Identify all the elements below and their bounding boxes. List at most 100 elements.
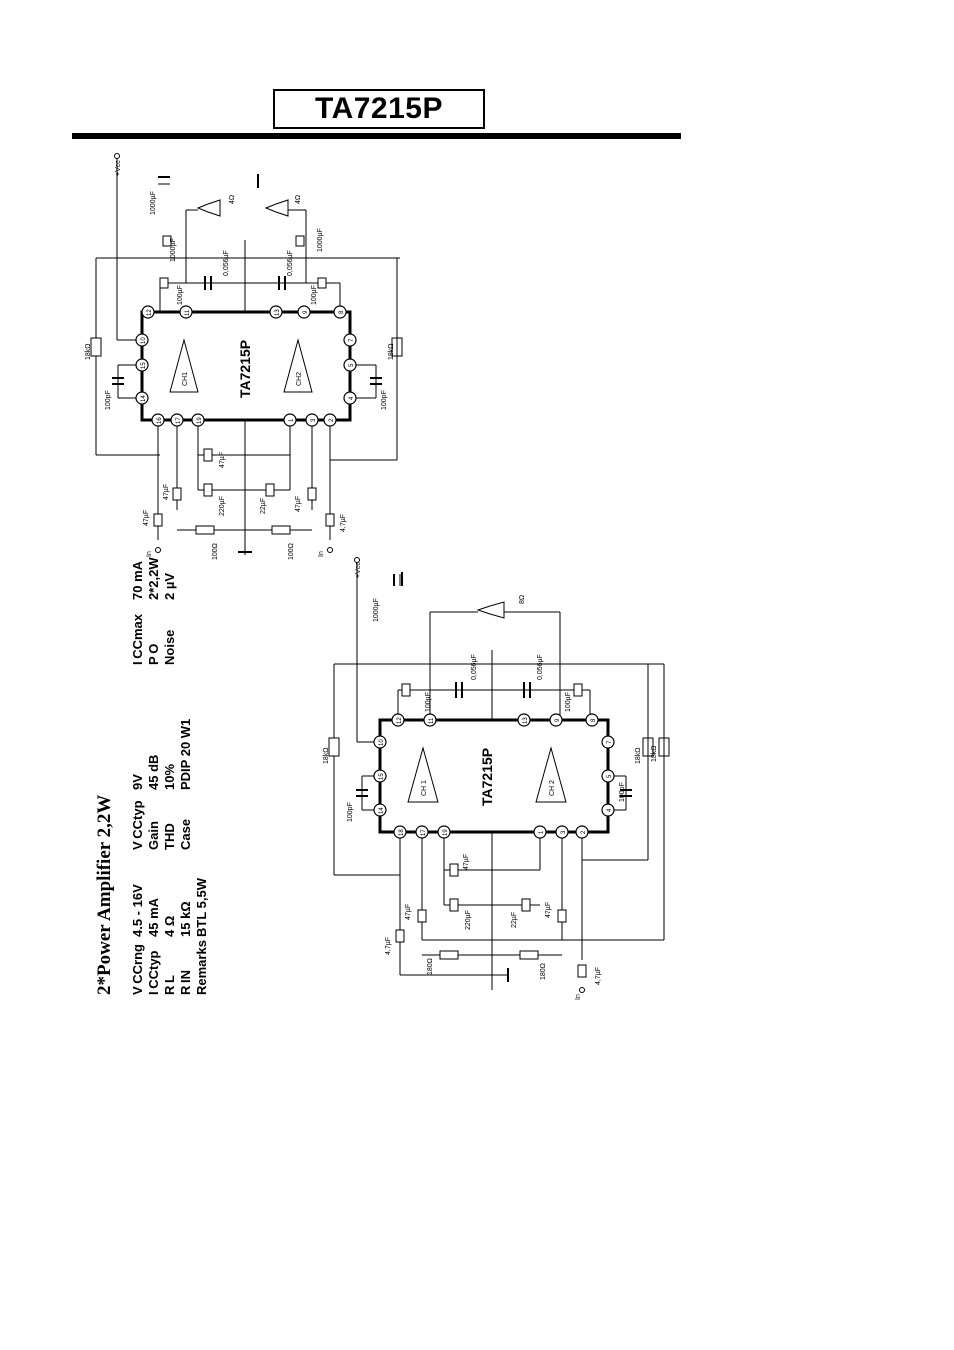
spec-label: I CCtyp — [146, 950, 161, 995]
spec-label: I CCmax — [130, 613, 145, 665]
pin-label: 18 — [399, 829, 405, 836]
amp-triangle-ch2 — [283, 338, 313, 393]
input-label: In — [318, 551, 325, 557]
component-label: 47µF — [295, 496, 302, 512]
pin-label: 16 — [157, 417, 163, 424]
component-label: 47µF — [545, 902, 552, 918]
component-label: 18kΩ — [323, 747, 330, 764]
resistor-180 — [519, 950, 539, 960]
spec-value: 4 Ω — [162, 916, 177, 937]
speaker-icon — [264, 199, 289, 217]
component-label: 47µF — [143, 510, 150, 526]
pin-label: 5 — [607, 774, 613, 778]
spec-label: Case — [178, 819, 193, 850]
spec-value: 9V — [130, 774, 145, 790]
pin-label: 14 — [379, 807, 385, 814]
pin-label: 12 — [397, 717, 403, 724]
spec-col3: I CCmax 70 mA P O 2*2,2W Noise 2 µV — [130, 557, 177, 665]
ic-label: TA7215P — [479, 748, 495, 806]
pin-label: 5 — [349, 363, 355, 367]
pin-label: 14 — [141, 395, 147, 402]
pin-label: 10 — [141, 337, 147, 344]
pin-label: 12 — [147, 309, 153, 316]
ch1-label: CH1 — [182, 372, 189, 386]
component-label: 100pF — [347, 802, 354, 822]
component-label: 4,7µF — [340, 514, 347, 532]
component-label: 18kΩ — [635, 747, 642, 764]
component-label: 220µF — [219, 496, 226, 516]
component-label: 220µF — [465, 910, 472, 930]
vcc-label: +Vcc — [355, 562, 362, 578]
pin-label: 1 — [289, 418, 295, 422]
spec-value: 4.5 - 16V — [130, 884, 145, 937]
pin-label: 11 — [185, 309, 191, 316]
speaker-icon — [476, 601, 505, 619]
component-label: 47µF — [219, 452, 226, 468]
component-label: 0,056µF — [537, 654, 544, 680]
component-label: 180Ω — [540, 963, 547, 980]
header-rule — [72, 133, 681, 139]
spec-label: P O — [146, 644, 161, 665]
spec-label: V CCtyp — [130, 800, 145, 850]
pin-label: 1 — [539, 830, 545, 834]
component-label: 100pF — [619, 782, 626, 802]
pin-label: 4 — [607, 808, 613, 812]
component-label: 0,056µF — [223, 250, 230, 276]
spec-value: BTL 5,5W — [194, 877, 209, 937]
spec-col1: V CCrng 4.5 - 16V I CCtyp 45 mA R L 4 Ω … — [130, 877, 209, 995]
component-label: 1000µF — [373, 598, 380, 622]
spec-value: PDIP 20 W1 — [178, 719, 193, 790]
amp-triangle-ch1 — [169, 338, 199, 393]
schematic-stereo-labels: TA7215P CH1 CH2 +Vcc 16 17 19 1 3 2 12 1… — [85, 160, 395, 560]
component-label: 180Ω — [427, 958, 434, 975]
component-label: 100µF — [177, 285, 184, 305]
component-label: 0,056µF — [287, 250, 294, 276]
spec-value: 45 mA — [146, 897, 161, 937]
component-label: 100µF — [565, 692, 572, 712]
pin-label: 19 — [443, 829, 449, 836]
component-label: 8Ω — [519, 595, 526, 604]
pin-label: 2 — [329, 418, 335, 422]
component-label: 100Ω — [212, 543, 219, 560]
component-label: 1000µF — [317, 228, 324, 252]
component-label: 4Ω — [295, 195, 302, 204]
component-label: 47µF — [405, 904, 412, 920]
pin-label: 4 — [349, 396, 355, 400]
input-label: In — [146, 551, 153, 557]
spec-heading: 2*Power Amplifier 2,2W — [94, 795, 115, 995]
pin-label: 7 — [349, 338, 355, 342]
spec-label: V CCrng — [130, 944, 145, 995]
component-label: 18kΩ — [388, 343, 395, 360]
ic-label: TA7215P — [237, 340, 253, 398]
resistor-18k — [90, 337, 102, 357]
pin-label: 8 — [339, 310, 345, 314]
pin-label: 17 — [421, 829, 427, 836]
component-label: 4,7µF — [595, 967, 602, 985]
pin-label: 19 — [197, 417, 203, 424]
spec-label: R L — [162, 975, 177, 995]
spec-label: Remarks — [194, 940, 209, 995]
pin-label: 3 — [561, 830, 567, 834]
pin-label: 7 — [607, 740, 613, 744]
amp-triangle-ch2 — [535, 746, 567, 803]
resistor-18k — [328, 737, 340, 757]
component-label: 100pF — [381, 390, 388, 410]
pin-label: 13 — [523, 717, 529, 724]
pin-label: 9 — [303, 310, 309, 314]
component-label: 100µF — [311, 285, 318, 305]
component-label: 18kΩ — [85, 343, 92, 360]
component-label: 18kΩ — [651, 745, 658, 762]
schematic-btl-labels: TA7215P CH 1 CH 2 +Vcc 18 17 19 1 3 2 12… — [323, 562, 658, 1000]
pin-label: 9 — [555, 718, 561, 722]
component-label: 22µF — [260, 498, 267, 514]
schematic-btl — [328, 557, 670, 993]
pin-label: 3 — [311, 418, 317, 422]
spec-value: 45 dB — [146, 755, 161, 790]
amp-triangle-ch1 — [407, 746, 439, 803]
part-number-title: TA7215P — [314, 92, 443, 125]
component-label: 1000µF — [170, 238, 177, 262]
component-label: 0,056µF — [471, 654, 478, 680]
spec-table: 2*Power Amplifier 2,2W V CCrng 4.5 - 16V… — [94, 557, 209, 995]
spec-value: 15 kΩ — [178, 901, 193, 937]
ch1-label: CH 1 — [421, 780, 428, 796]
